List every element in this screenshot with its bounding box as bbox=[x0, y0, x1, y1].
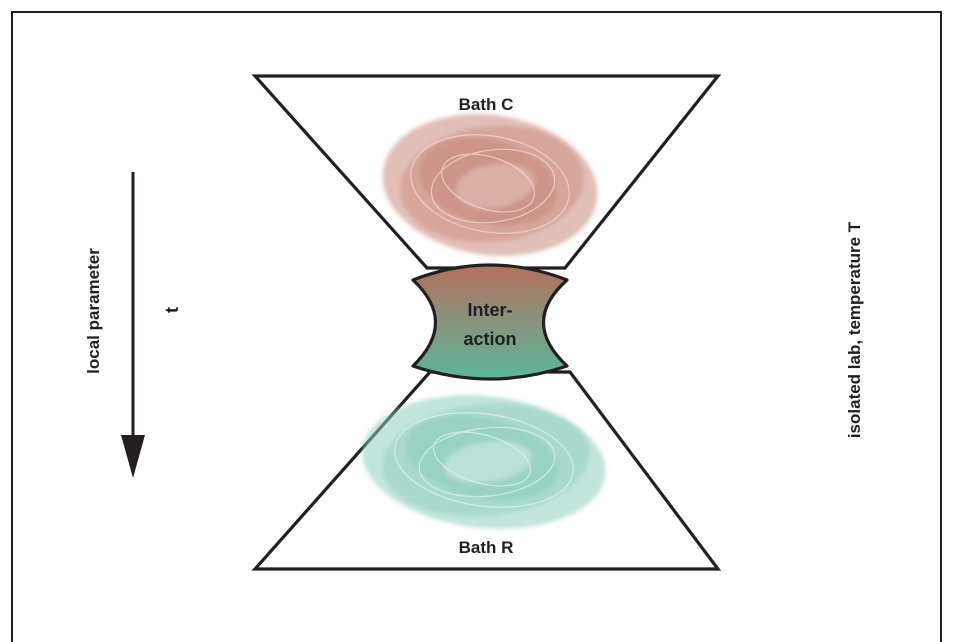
bath-r-blob bbox=[362, 395, 606, 529]
local-parameter-label: local parameter bbox=[84, 248, 103, 374]
interaction-label-line2: action bbox=[463, 329, 516, 349]
bath-r-label: Bath R bbox=[459, 538, 514, 557]
outer-frame bbox=[11, 11, 942, 642]
interaction-label-line1: Inter- bbox=[468, 300, 513, 320]
bath-c-swirls bbox=[410, 134, 570, 234]
isolated-lab-label: isolated lab, temperature T bbox=[845, 221, 864, 438]
time-label: t bbox=[162, 307, 182, 313]
bath-r-swirls bbox=[393, 412, 575, 508]
down-arrow-icon bbox=[121, 172, 145, 478]
interaction-region bbox=[411, 263, 569, 381]
bath-c-label: Bath C bbox=[459, 95, 514, 114]
